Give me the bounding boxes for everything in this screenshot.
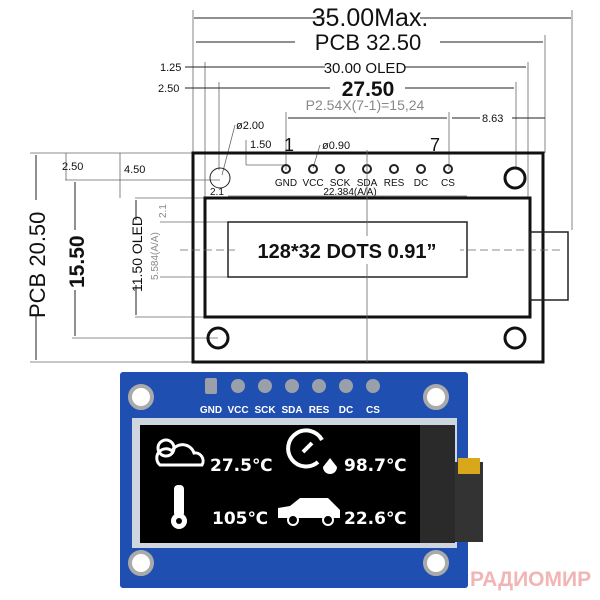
humidity-reading: 98.7℃ — [344, 456, 407, 476]
vehicle-reading: 22.6℃ — [344, 509, 407, 529]
mounting-hole-bottom-right — [503, 326, 527, 350]
mounting-hole-top-right — [503, 166, 527, 190]
header-pins — [205, 378, 380, 394]
thermometer-reading: 105℃ — [212, 509, 268, 529]
oled-height-label: 11.50 OLED — [129, 216, 145, 292]
pin-label: VCC — [302, 178, 323, 189]
pin-offset-label: 1.50 — [250, 139, 271, 151]
pin-label: CS — [366, 405, 380, 416]
pin-label: CS — [441, 178, 455, 189]
gauge-drop-icon — [286, 428, 337, 474]
aa-margin-label: 2.1 — [210, 187, 224, 198]
top-dimensions — [185, 10, 573, 230]
pcb-outline — [191, 151, 545, 364]
right-offset-label: 8.63 — [482, 113, 503, 125]
pin-header — [281, 164, 453, 174]
van-icon — [278, 498, 340, 526]
pin-label: GND — [275, 178, 297, 189]
sun-cloud-icon — [155, 438, 205, 467]
pcb-height-label: PCB 20.50 — [25, 212, 50, 318]
pin-label: GND — [200, 405, 222, 416]
offset-1-25-label: 1.25 — [160, 62, 181, 74]
pin-label: VCC — [227, 405, 248, 416]
hole-spacing-label: 27.50 — [342, 78, 395, 101]
photo-flex-cable — [455, 462, 483, 542]
weather-reading: 27.5℃ — [210, 456, 273, 476]
pin-label: SDA — [281, 405, 302, 416]
pin-label: RES — [384, 178, 405, 189]
aa-margin-v-label: 2.1 — [158, 204, 169, 218]
pin-first-label: 1 — [284, 135, 294, 155]
watermark: РАДИОМИР — [470, 568, 591, 591]
thermometer-icon — [171, 485, 187, 529]
offset-4-50-label: 4.50 — [124, 164, 145, 176]
overall-width-label: 35.00Max. — [312, 4, 429, 32]
flex-cable — [529, 231, 569, 301]
pin-label: DC — [339, 405, 353, 416]
mounting-hole-bottom-left — [206, 326, 230, 350]
pin-diameter-label: ø0.90 — [322, 140, 350, 152]
pin-label: RES — [309, 405, 330, 416]
oled-width-label: 30.00 OLED — [324, 60, 407, 77]
pin-pitch-label: P2.54X(7-1)=15,24 — [306, 97, 425, 113]
hole-spacing-v-label: 15.50 — [66, 235, 89, 288]
active-height-label: 5.584(A/A) — [150, 232, 161, 280]
display-spec-label: 128*32 DOTS 0.91” — [258, 241, 437, 263]
pin-label: DC — [414, 178, 428, 189]
pin-last-label: 7 — [430, 135, 440, 155]
offset-2-50-left-label: 2.50 — [62, 161, 83, 173]
mounting-hole-top-left — [209, 167, 231, 189]
pin-label: SCK — [254, 405, 276, 416]
hole-diameter-label: ø2.00 — [236, 120, 264, 132]
active-width-label: 22.384(A/A) — [323, 187, 376, 198]
active-area-outline — [227, 221, 468, 278]
pin-label: SCK — [330, 178, 351, 189]
pcb-width-label: PCB 32.50 — [315, 30, 421, 55]
offset-2-50-label: 2.50 — [158, 83, 179, 95]
photo-pin-labels: GND VCC SCK SDA RES DC CS — [200, 405, 380, 416]
module-photo: GND VCC SCK SDA RES DC CS 27.5℃ 98.7℃ 10… — [120, 372, 483, 588]
